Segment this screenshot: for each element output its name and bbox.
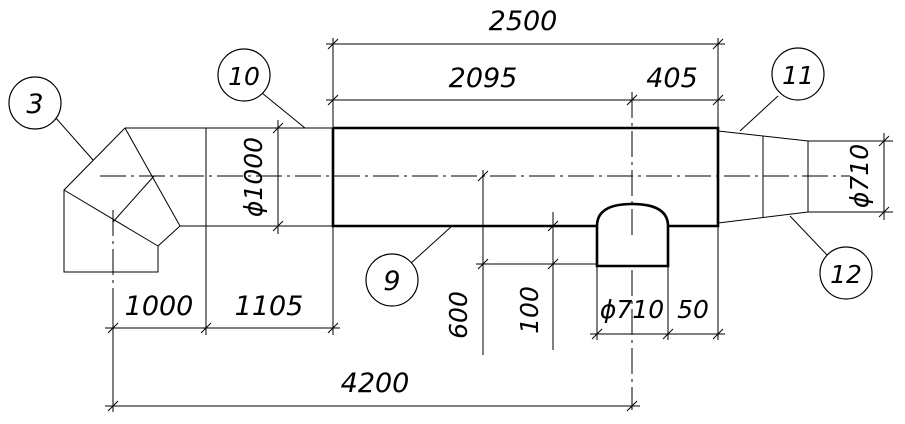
dim-2500: 2500 [489,6,558,37]
callout-10: 10 [217,48,306,129]
dim-4200: 4200 [341,368,410,399]
straight-duct-part-10 [125,127,333,227]
dim-600: 600 [444,291,473,339]
dim-405: 405 [646,63,698,94]
dim-2095: 2095 [449,63,518,94]
tee-part-9 [331,126,720,268]
callout-12: 12 [789,215,873,300]
dim-1105: 1105 [235,291,304,322]
dimension-lines [105,38,890,412]
callout-9-label: 9 [383,266,400,297]
dim-100: 100 [515,286,544,334]
callout-9: 9 [365,225,453,307]
reducer-part-11 [717,130,809,224]
callout-11: 11 [739,47,825,132]
callout-11-label: 11 [782,61,814,90]
callout-12-label: 12 [830,260,862,289]
center-lines [100,92,850,410]
elbow-part-3 [63,127,181,273]
dim-1000: 1000 [125,291,194,322]
dim-50: 50 [677,295,709,324]
dim-diam-710-branch: ϕ710 [600,295,664,324]
dim-diam-1000: ϕ1000 [239,137,268,217]
callout-3: 3 [8,76,94,161]
callout-10-label: 10 [228,62,260,91]
callout-3-label: 3 [26,89,43,120]
dim-diam-710-right: ϕ710 [845,144,874,208]
extension-lines [112,38,893,412]
